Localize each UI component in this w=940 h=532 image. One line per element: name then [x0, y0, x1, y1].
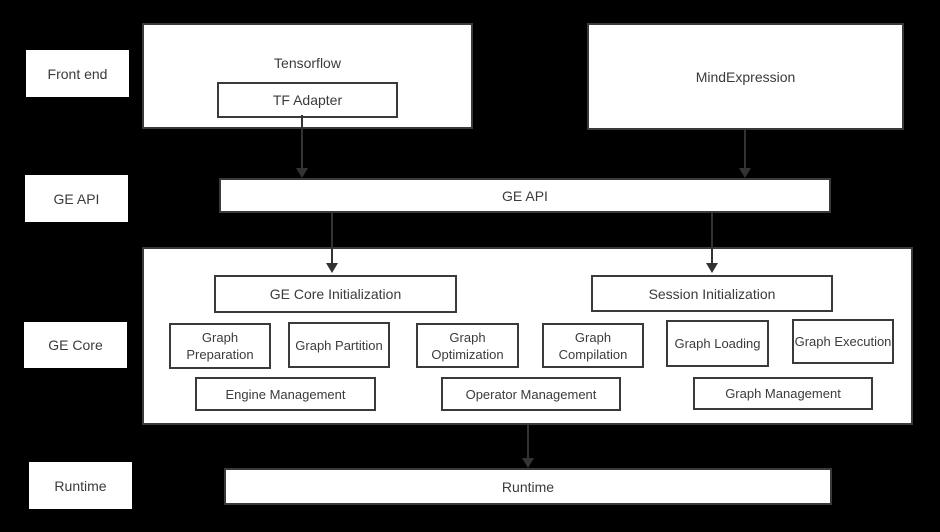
arrow-head-icon [706, 263, 718, 273]
engine-management-box: Engine Management [195, 377, 376, 411]
arrow-head-icon [739, 168, 751, 178]
arrow-shaft [331, 213, 333, 264]
arrow-shaft [301, 115, 303, 169]
arrow-shaft [527, 425, 529, 459]
arrow-mindexpression-to-ge-api [739, 130, 751, 178]
arrow-ge-api-to-ge-core-initialization [326, 213, 338, 273]
graph-preparation-box: Graph Preparation [169, 323, 271, 369]
ge-core-container: GE Core Initialization Session Initializ… [142, 247, 913, 425]
arrow-head-icon [296, 168, 308, 178]
graph-compilation-box: Graph Compilation [542, 323, 644, 368]
layer-label-front-end: Front end [26, 50, 129, 97]
graph-partition-box: Graph Partition [288, 322, 390, 368]
arrow-head-icon [326, 263, 338, 273]
graph-loading-box: Graph Loading [666, 320, 769, 367]
graph-execution-box: Graph Execution [792, 319, 894, 364]
graph-optimization-box: Graph Optimization [416, 323, 519, 368]
layer-label-ge-core: GE Core [24, 322, 127, 368]
layer-label-ge-api: GE API [25, 175, 128, 222]
ge-api-bar: GE API [219, 178, 831, 213]
graph-management-box: Graph Management [693, 377, 873, 410]
operator-management-box: Operator Management [441, 377, 621, 411]
tf-adapter-box: TF Adapter [217, 82, 398, 118]
runtime-bar: Runtime [224, 468, 832, 505]
arrow-shaft [711, 213, 713, 264]
mindexpression-box: MindExpression [587, 23, 904, 130]
tensorflow-label: Tensorflow [274, 55, 341, 71]
arrow-shaft [744, 130, 746, 169]
arrow-head-icon [522, 458, 534, 468]
arrow-ge-api-to-session-initialization [706, 213, 718, 273]
session-initialization-box: Session Initialization [591, 275, 833, 312]
arrow-tf-adapter-to-ge-api [296, 115, 308, 178]
ge-core-initialization-box: GE Core Initialization [214, 275, 457, 313]
arrow-ge-core-to-runtime [522, 425, 534, 468]
tensorflow-box: Tensorflow TF Adapter [142, 23, 473, 129]
layer-label-runtime: Runtime [29, 462, 132, 509]
